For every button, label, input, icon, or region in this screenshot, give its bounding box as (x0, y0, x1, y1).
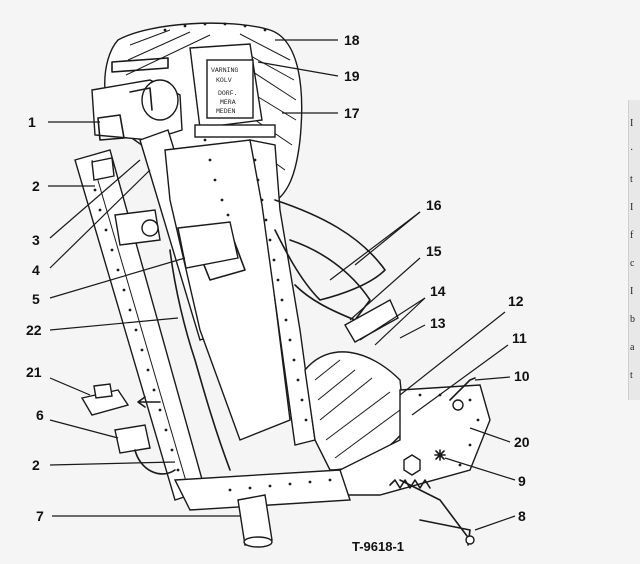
margin-char: f (630, 230, 634, 241)
margin-char: I (630, 202, 633, 213)
seat-pan-hatching (314, 359, 401, 459)
harness-strap-lower (289, 239, 371, 321)
adjacent-page-edge (628, 100, 640, 400)
callout-4: 4 (32, 262, 40, 278)
callout-2-upper: 2 (32, 178, 40, 194)
spring-assembly (389, 479, 431, 489)
callout-11: 11 (512, 330, 527, 346)
left-rail-inner (91, 159, 191, 496)
part-6-cable (134, 449, 176, 475)
placard-line: MEDEN (216, 108, 236, 115)
callout-14: 14 (430, 283, 446, 299)
placard-line: VARNING (211, 67, 238, 74)
detached-part-21-cap (93, 383, 113, 399)
star-bolt (434, 449, 446, 461)
callout-21: 21 (26, 364, 42, 380)
warning-placard: VARNING KOLV DORF. MERA MEDEN (206, 59, 254, 119)
placard-line: DORF. (218, 90, 238, 97)
callout-17: 17 (344, 105, 360, 121)
margin-char: I (630, 118, 633, 129)
margin-char: a (630, 342, 635, 353)
callout-16: 16 (426, 197, 442, 213)
callout-5: 5 (32, 291, 40, 307)
callout-19: 19 (344, 68, 360, 84)
linkage-pivot (465, 535, 475, 545)
seat-base-frame (173, 469, 351, 511)
callout-labels: 1 2 3 4 5 22 21 6 2 7 18 19 17 16 15 14 … (26, 32, 530, 524)
callout-10: 10 (514, 368, 530, 384)
placard-line: MERA (220, 99, 236, 106)
catapult-head (141, 79, 179, 121)
margin-char: I (630, 286, 633, 297)
margin-char: t (630, 370, 633, 381)
seat-illustration: VARNING KOLV DORF. MERA MEDEN (74, 22, 491, 548)
lower-headrest-bracket (194, 124, 276, 138)
callout-22: 22 (26, 322, 42, 338)
callout-1: 1 (28, 114, 36, 130)
lever-pivot (452, 399, 464, 411)
harness-strap-upper (274, 199, 386, 301)
callout-8: 8 (518, 508, 526, 524)
callout-7: 7 (36, 508, 44, 524)
leader-lines (48, 39, 516, 531)
upper-bracket (111, 57, 169, 73)
side-fitting-upper (91, 157, 115, 181)
bottom-tube (237, 494, 273, 546)
callout-18: 18 (344, 32, 360, 48)
margin-char: t (630, 174, 633, 185)
seat-bucket-side (328, 384, 491, 496)
callout-6: 6 (36, 407, 44, 423)
detached-part-6 (114, 424, 151, 454)
callout-20: 20 (514, 434, 530, 450)
callout-13: 13 (430, 315, 446, 331)
callout-2-lower: 2 (32, 457, 40, 473)
lower-linkage (399, 479, 471, 546)
firing-handle-mechanism (177, 221, 239, 269)
callout-3: 3 (32, 232, 40, 248)
side-block-knob (141, 219, 159, 237)
callout-9: 9 (518, 473, 526, 489)
assembly-arrow (137, 396, 161, 408)
margin-char: c (630, 258, 635, 269)
arming-lever (449, 377, 476, 401)
adjacent-page-text: I · t I f c I b a t (630, 118, 635, 381)
callout-15: 15 (426, 243, 442, 259)
rivet-pattern (93, 22, 480, 492)
margin-char: b (630, 314, 635, 325)
margin-char: · (630, 145, 633, 156)
tube-end (243, 536, 273, 548)
figure-id: T-9618-1 (352, 539, 404, 554)
shoulder-strap-buckle (344, 299, 399, 343)
hex-fitting (403, 454, 421, 476)
callout-12: 12 (508, 293, 524, 309)
latch-detail (97, 87, 153, 141)
control-cable (169, 249, 231, 471)
placard-line: KOLV (216, 77, 232, 84)
